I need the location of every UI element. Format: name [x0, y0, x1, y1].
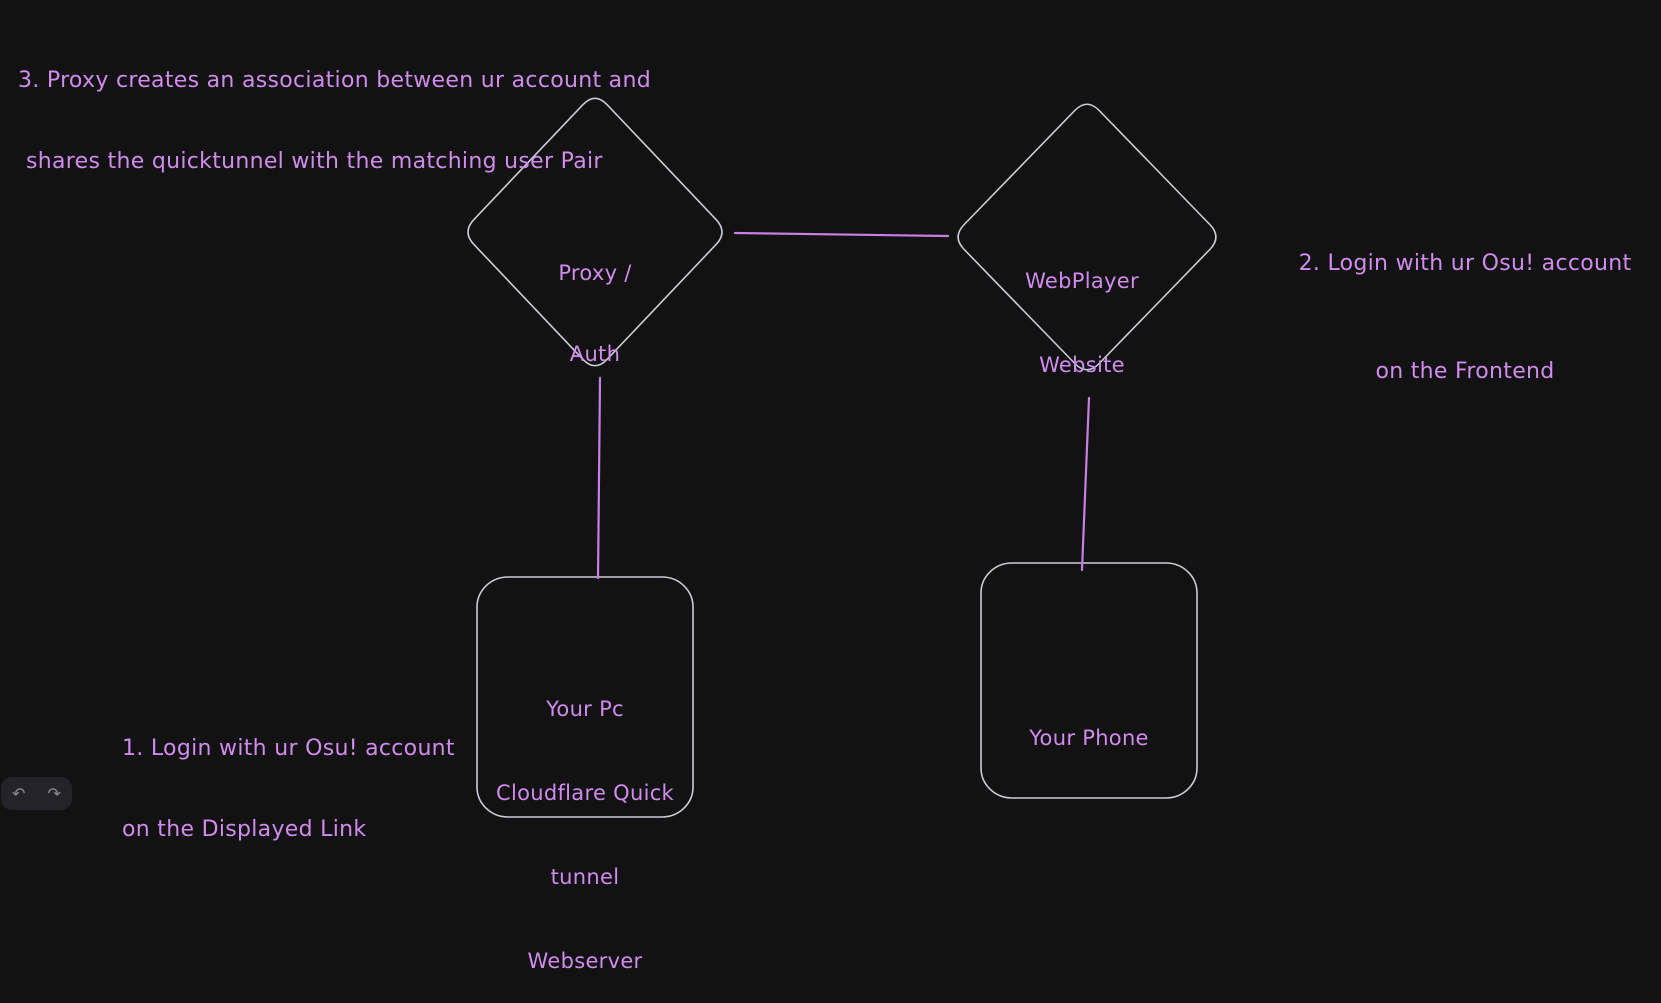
undo-button[interactable]: ↶	[12, 783, 26, 803]
label-pc-webserver-line3: tunnel	[550, 865, 620, 889]
connector-proxy-to-pc[interactable]	[596, 376, 602, 580]
rect-your-phone[interactable]	[980, 562, 1198, 799]
rect-pc-webserver[interactable]	[476, 576, 694, 818]
annotation-step2-line1: 2. Login with ur Osu! account	[1298, 251, 1632, 276]
diamond-webplayer-website[interactable]	[957, 103, 1217, 371]
redo-button[interactable]: ↷	[47, 783, 61, 803]
annotation-step3-line1: 3. Proxy creates an association between …	[18, 68, 651, 93]
connector-proxy-to-webplayer[interactable]	[733, 231, 950, 238]
label-webplayer-website[interactable]: WebPlayer Website	[982, 211, 1182, 407]
label-pc-webserver[interactable]: Your Pc Cloudflare Quick tunnel Webserve…	[470, 639, 700, 1003]
label-proxy-auth-line2: Auth	[569, 342, 621, 366]
connector-webplayer-to-phone[interactable]	[1080, 396, 1091, 572]
label-your-phone[interactable]: Your Phone	[989, 668, 1189, 780]
label-your-phone-line1: Your Phone	[1029, 726, 1149, 750]
label-pc-webserver-line4: Webserver	[527, 949, 643, 973]
redo-icon: ↷	[47, 783, 61, 803]
annotation-step3[interactable]: 3. Proxy creates an association between …	[18, 13, 651, 202]
label-proxy-auth-line1: Proxy /	[558, 261, 632, 285]
label-proxy-auth[interactable]: Proxy / Auth	[495, 206, 695, 395]
diagram-shapes-layer	[467, 97, 1217, 818]
whiteboard-canvas[interactable]: { "canvas": { "colors": { "background": …	[0, 0, 1661, 973]
annotation-step1-line2: on the Displayed Link	[122, 817, 367, 842]
label-pc-webserver-line1: Your Pc	[546, 697, 624, 721]
label-webplayer-line1: WebPlayer	[1025, 269, 1139, 293]
annotation-step2-line2: on the Frontend	[1375, 359, 1555, 384]
annotation-step1-line1: 1. Login with ur Osu! account	[122, 736, 455, 761]
undo-icon: ↶	[12, 783, 26, 803]
diamond-proxy-auth[interactable]	[467, 97, 723, 367]
undo-redo-island: ↶ ↷	[1, 777, 72, 810]
annotation-step3-line2: shares the quicktunnel with the matching…	[26, 149, 603, 174]
label-pc-webserver-line2: Cloudflare Quick	[495, 781, 675, 805]
annotation-step2[interactable]: 2. Login with ur Osu! account on the Fro…	[1215, 174, 1661, 426]
label-webplayer-line2: Website	[1039, 353, 1125, 377]
annotation-step1[interactable]: 1. Login with ur Osu! account on the Dis…	[122, 681, 455, 870]
